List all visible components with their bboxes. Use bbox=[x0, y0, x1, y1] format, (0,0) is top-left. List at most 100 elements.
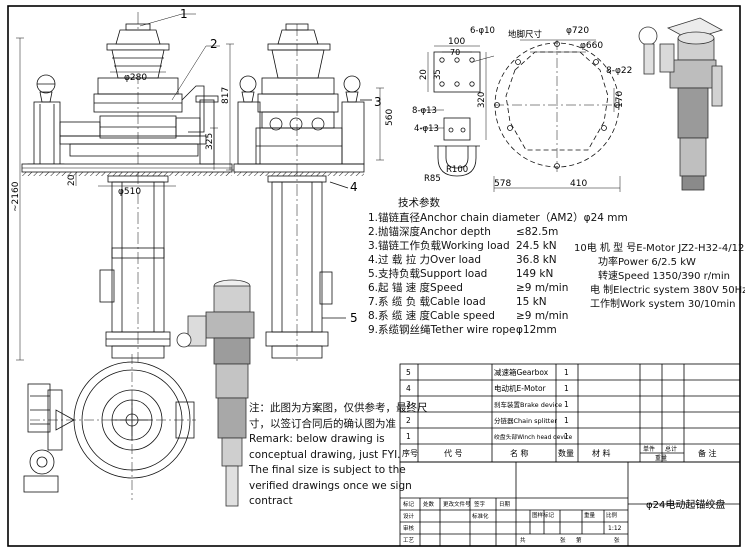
dim-325: 325 bbox=[205, 133, 215, 150]
specs-title: 技术参数 bbox=[398, 197, 440, 209]
bom-row-no: 3 bbox=[406, 400, 411, 409]
dim-flange-8-13: 8-φ13 bbox=[412, 106, 437, 116]
dim-560: 560 bbox=[385, 109, 395, 126]
bom-row-qty: 1 bbox=[564, 416, 569, 425]
spec-value-6: ≥9 m/min bbox=[516, 282, 569, 294]
title-block-drawing-title: φ24电动起锚绞盘 bbox=[646, 498, 725, 511]
spec-line-5: 5.支持负载Support load bbox=[368, 268, 488, 280]
title-block-sheet-unit: 张 bbox=[560, 536, 566, 544]
title-block-design: 设计 bbox=[403, 512, 415, 520]
spec-line-6: 6.起 锚 速 度Speed bbox=[368, 282, 463, 294]
motor-line-1: 10电 机 型 号E-Motor JZ2-H32-4/12 bbox=[574, 243, 745, 254]
bom-table-grid bbox=[399, 363, 741, 547]
title-block-weight-label: 重量 bbox=[584, 511, 596, 519]
title-block-ratio-value: 1:12 bbox=[608, 525, 622, 532]
dim-flange-4-13: 4-φ13 bbox=[414, 124, 439, 134]
title-block-process: 工艺 bbox=[403, 537, 415, 544]
foundation-plan bbox=[494, 40, 620, 172]
bom-row-no: 2 bbox=[406, 416, 411, 425]
title-block-std: 标准化 bbox=[472, 512, 489, 520]
flange-dimensions bbox=[420, 45, 495, 140]
spec-line-1: 1.锚链直径Anchor chain diameter（AM2）φ24 mm bbox=[368, 212, 628, 224]
bom-header-code: 代 号 bbox=[444, 448, 463, 458]
bom-header-qty: 数量 bbox=[558, 448, 574, 458]
dim-20: 20 bbox=[67, 174, 77, 186]
title-block-sheet-unit2: 张 bbox=[614, 536, 620, 544]
spec-value-3: 24.5 kN bbox=[516, 240, 557, 252]
title-block-ratio-label: 比例 bbox=[606, 511, 618, 519]
spec-line-8: 8.系 缆 速 度Cable speed bbox=[368, 310, 495, 322]
render-top-right bbox=[638, 17, 724, 191]
callout-2: 2 bbox=[210, 37, 218, 51]
bom-row-no: 1 bbox=[406, 432, 411, 441]
bom-row-qty: 1 bbox=[564, 400, 569, 409]
bom-header-remark: 备 注 bbox=[698, 448, 717, 458]
plan-view bbox=[23, 354, 196, 500]
drawing-frame bbox=[7, 5, 741, 547]
title-block-sheet-no: 第 bbox=[576, 536, 582, 544]
dim-column-diameter: φ510 bbox=[118, 187, 141, 197]
callout-3: 3 bbox=[374, 95, 382, 109]
spec-line-2: 2.抛锚深度Anchor depth bbox=[368, 226, 491, 238]
spec-line-9: 9.系缆钢丝绳Tether wire rope bbox=[368, 324, 516, 336]
spec-value-4: 36.8 kN bbox=[516, 254, 557, 266]
callout-4: 4 bbox=[350, 180, 358, 194]
title-block-rev-sign: 签字 bbox=[474, 500, 486, 508]
title-block: φ24电动起锚绞盘 图样标记 重量 比例 1:12 标记 处数 更改文件号 签字… bbox=[403, 498, 725, 544]
motor-line-5: 工作制Work system 30/10min bbox=[590, 299, 736, 310]
title-block-rev-doc: 更改文件号 bbox=[443, 500, 471, 508]
dim-foundation-578: 578 bbox=[494, 179, 511, 189]
spec-value-2: ≤82.5m bbox=[516, 226, 559, 238]
dim-top-diameter: φ280 bbox=[124, 73, 147, 83]
dim-flange-320: 320 bbox=[477, 92, 487, 108]
dim-flange-r85: R85 bbox=[424, 174, 441, 184]
title-block-rev-mark: 标记 bbox=[403, 500, 415, 508]
bom-row-name: 减速箱Gearbox bbox=[494, 367, 549, 377]
bom-row-name: 绞盘头部Winch head device bbox=[494, 433, 573, 441]
spec-line-7: 7.系 缆 负 载Cable load bbox=[368, 296, 486, 308]
bom-row-name: 刹车装置Brake device bbox=[494, 400, 562, 409]
side-view bbox=[233, 23, 372, 362]
bom-header-weight: 重量 bbox=[655, 454, 667, 462]
dim-flange-35: 35 bbox=[433, 69, 443, 80]
dim-foundation-660: φ660 bbox=[580, 41, 603, 51]
front-view bbox=[21, 12, 233, 362]
spec-value-8: ≥9 m/min bbox=[516, 310, 569, 322]
remark-note: 注：此图为方案图，仅供参考，最终尺 寸，以签订合同后的确认图为准 Remark:… bbox=[249, 401, 428, 510]
dim-foundation-410: 410 bbox=[570, 179, 587, 189]
title-block-rev-date: 日期 bbox=[499, 501, 511, 508]
spec-line-3: 3.锚链工作负载Working load bbox=[368, 240, 510, 252]
dim-2160: ~2160 bbox=[11, 181, 21, 212]
callout-5: 5 bbox=[350, 311, 358, 325]
bom-header-material: 材 料 bbox=[592, 448, 611, 458]
bom-header-no: 序号 bbox=[402, 448, 418, 458]
foundation-dimensions bbox=[493, 39, 621, 192]
motor-line-4: 电 制Electric system 380V 50Hz bbox=[590, 285, 745, 296]
bom-header-name: 名 称 bbox=[510, 448, 529, 458]
remark-line: 寸，以签订合同后的确认图为准 bbox=[249, 417, 396, 430]
dim-flange-r100: R100 bbox=[446, 165, 468, 175]
bom-row-no: 4 bbox=[406, 384, 411, 393]
foundation-title: 地脚尺寸 bbox=[508, 29, 543, 40]
motor-line-2: 功率Power 6/2.5 kW bbox=[598, 257, 696, 268]
spec-value-5: 149 kN bbox=[516, 268, 554, 280]
remark-line: Remark: below drawing is bbox=[249, 433, 385, 445]
callout-1: 1 bbox=[180, 7, 188, 21]
bom-table: 5 减速箱Gearbox 1 4 电动机E-Motor 1 3 刹车装置Brak… bbox=[402, 367, 717, 462]
dim-flange-6-10: 6-φ10 bbox=[470, 26, 495, 36]
bom-header-total: 总计 bbox=[665, 445, 677, 453]
bom-header-single: 单件 bbox=[643, 445, 655, 453]
bom-row-qty: 1 bbox=[564, 384, 569, 393]
title-block-stage-label: 图样标记 bbox=[532, 511, 555, 519]
bom-row-name: 电动机E-Motor bbox=[494, 383, 547, 393]
dim-flange-20: 20 bbox=[419, 69, 429, 80]
title-block-rev-count: 处数 bbox=[423, 500, 435, 508]
render-middle bbox=[176, 279, 255, 507]
dim-foundation-8-22: 8-φ22 bbox=[606, 66, 632, 76]
dim-flange-70: 70 bbox=[450, 48, 460, 57]
dim-flange-100: 100 bbox=[448, 37, 465, 47]
dim-817: 817 bbox=[221, 87, 231, 104]
bom-row-qty: 1 bbox=[564, 368, 569, 377]
bom-row-qty: 1 bbox=[564, 432, 569, 441]
